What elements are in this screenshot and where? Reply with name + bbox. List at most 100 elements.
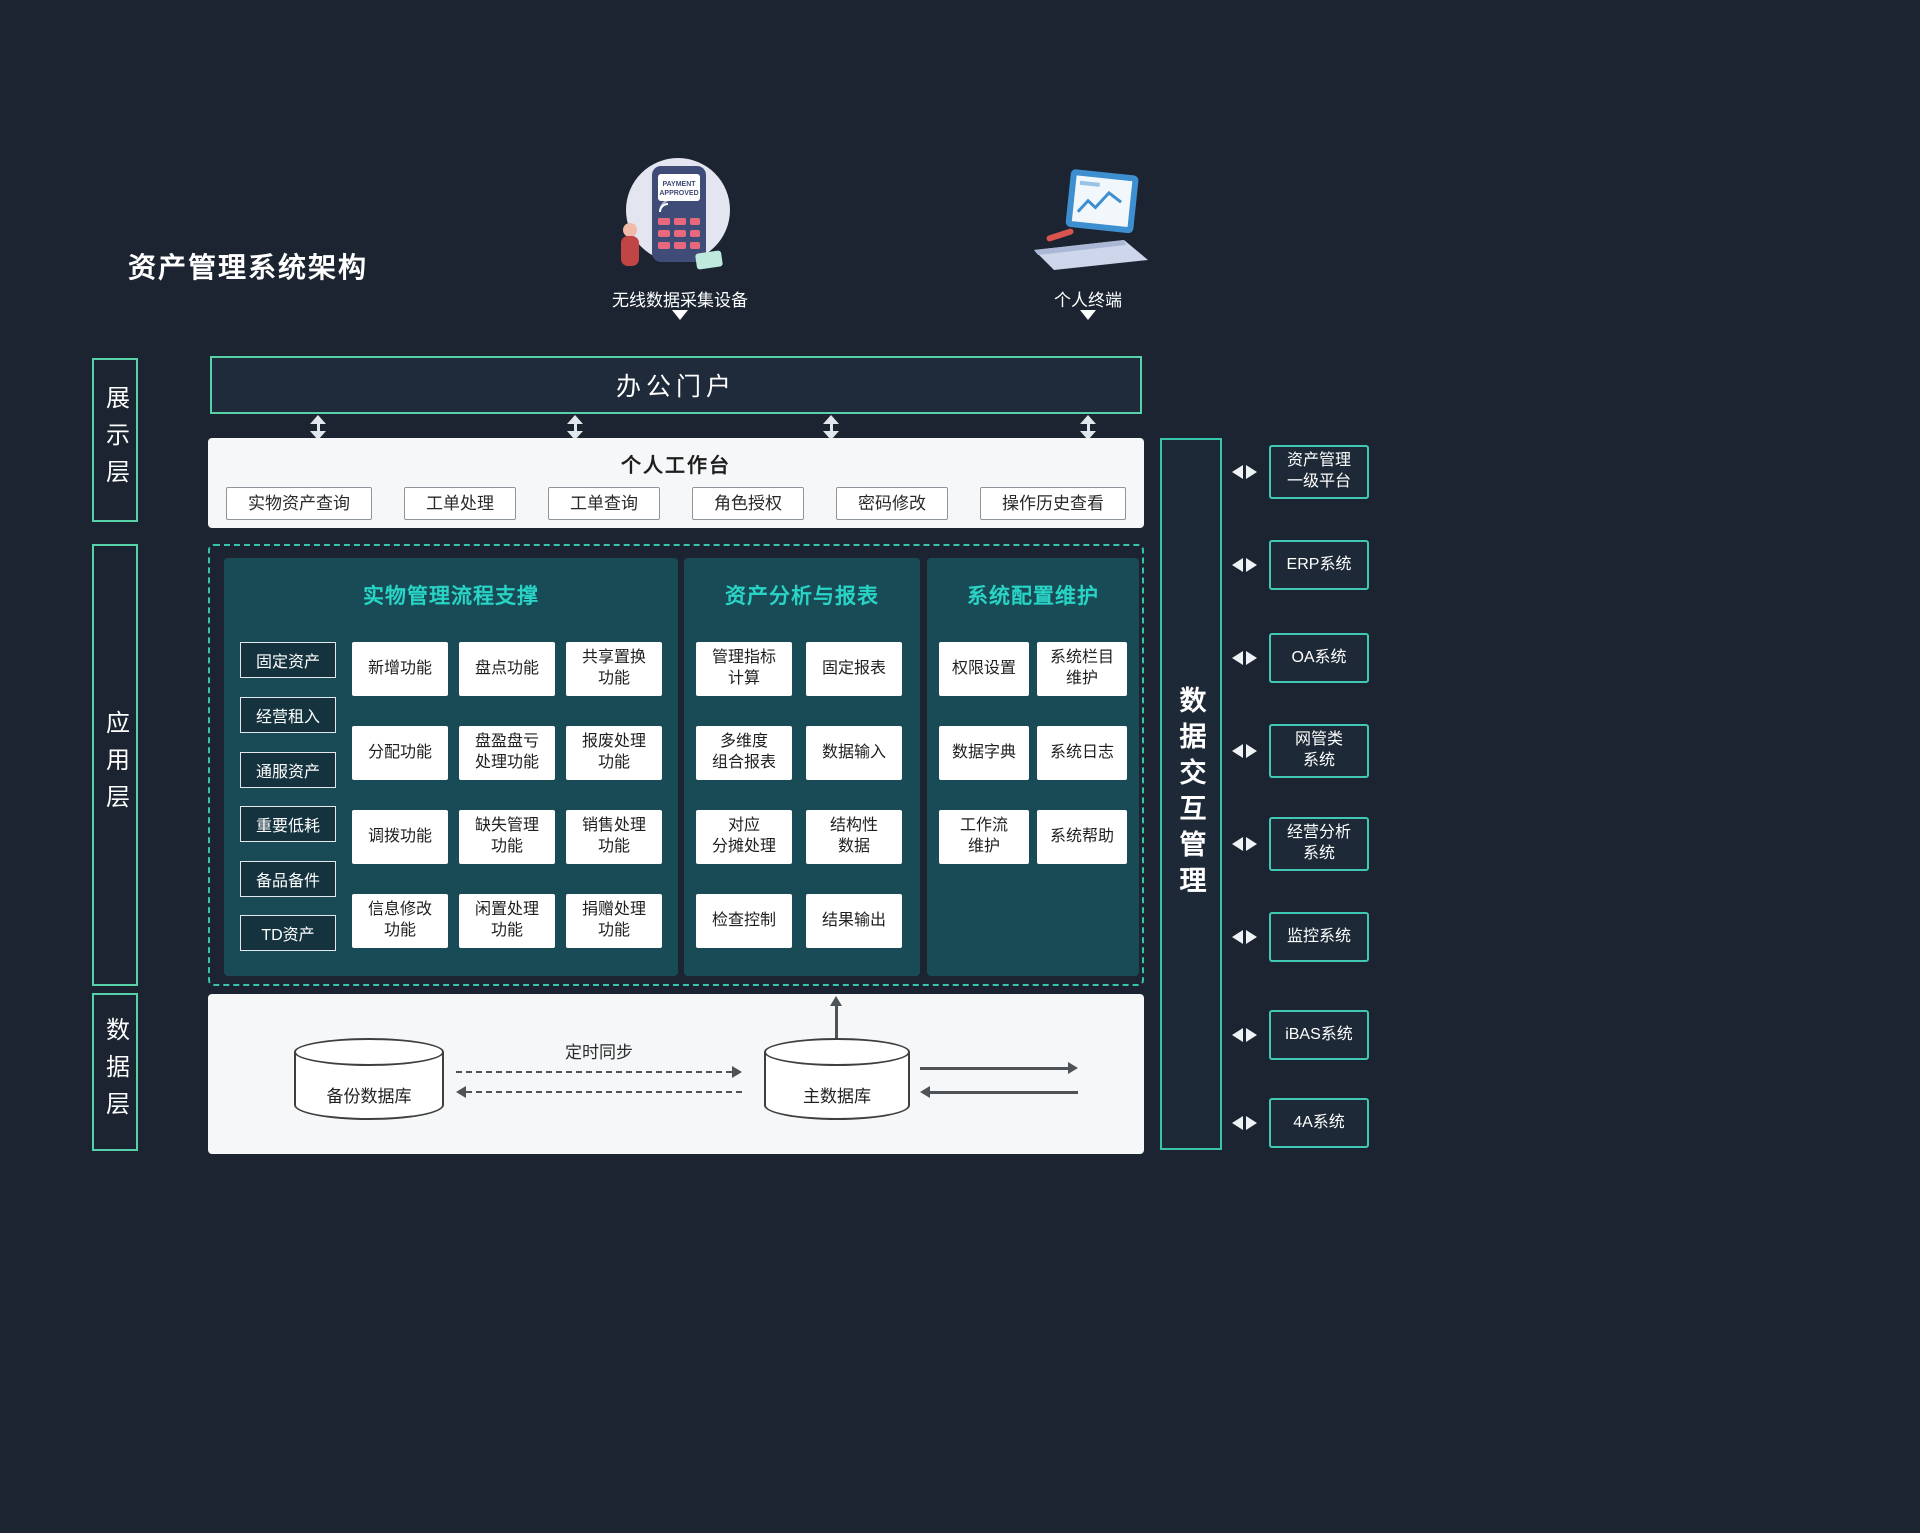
func-column-maintain: 系统栏目 维护	[1037, 642, 1127, 696]
external-system-row: 监控系统	[1232, 909, 1369, 965]
panel3-title: 系统配置维护	[967, 585, 1099, 608]
dashed-arrow-right-icon	[456, 1066, 742, 1078]
solid-arrow-left-icon	[920, 1086, 1078, 1098]
system-erp: ERP系统	[1269, 540, 1369, 590]
func-scrap: 报废处理 功能	[566, 726, 662, 780]
double-arrow-icon	[1080, 415, 1096, 440]
layer-data: 数据层	[92, 993, 138, 1151]
dashed-arrow-left-icon	[456, 1086, 742, 1098]
category-td-assets: TD资产	[240, 915, 336, 951]
workbench-button-workorder-query: 工单查询	[548, 487, 660, 520]
panel-system-config: 系统配置维护 权限设置 系统栏目 维护 数据字典 系统日志 工作流 维护 系统帮…	[927, 558, 1139, 976]
workbench-button-role-auth: 角色授权	[692, 487, 804, 520]
system-asset-platform: 资产管理 一级平台	[1269, 445, 1369, 499]
double-arrow-icon	[310, 415, 326, 440]
bidirectional-arrow-icon	[1232, 1116, 1257, 1130]
func-allocation-handle: 对应 分摊处理	[696, 810, 792, 864]
terminal-label: 个人终端	[1054, 291, 1122, 310]
double-arrow-icon	[567, 415, 583, 440]
external-system-row: 经营分析 系统	[1232, 816, 1369, 872]
func-kpi-calc: 管理指标 计算	[696, 642, 792, 696]
func-system-help: 系统帮助	[1037, 810, 1127, 864]
workbench-panel: 个人工作台 实物资产查询 工单处理 工单查询 角色授权 密码修改 操作历史查看	[208, 438, 1144, 528]
external-system-row: OA系统	[1232, 630, 1369, 686]
category-spare-parts: 备品备件	[240, 861, 336, 897]
bidirectional-arrow-icon	[1232, 837, 1257, 851]
screen-text-line2: APPROVED	[659, 190, 698, 197]
laptop-icon	[1034, 169, 1148, 270]
category-fixed-assets: 固定资产	[240, 642, 336, 678]
double-arrow-icon	[823, 415, 839, 440]
backup-database-label: 备份数据库	[326, 1087, 412, 1106]
func-multidim-report: 多维度 组合报表	[696, 726, 792, 780]
workbench-title: 个人工作台	[621, 455, 731, 477]
system-monitoring: 监控系统	[1269, 912, 1369, 962]
application-layer-container: 实物管理流程支撑 固定资产 经营租入 通服资产 重要低耗 备品备件 TD资产 新…	[208, 544, 1144, 986]
panel-physical-management: 实物管理流程支撑 固定资产 经营租入 通服资产 重要低耗 备品备件 TD资产 新…	[224, 558, 678, 976]
main-database-icon: 主数据库	[764, 1038, 910, 1120]
layer-presentation-label: 展示层	[101, 384, 129, 496]
bidirectional-arrow-icon	[1232, 651, 1257, 665]
terminal-pointer-icon	[1080, 310, 1096, 320]
layer-presentation: 展示层	[92, 358, 138, 522]
category-important-lowvalue: 重要低耗	[240, 806, 336, 842]
func-workflow-maintain: 工作流 维护	[939, 810, 1029, 864]
func-allocate: 分配功能	[352, 726, 448, 780]
system-oa: OA系统	[1269, 633, 1369, 683]
data-interaction-bar: 数据交互管理	[1160, 438, 1222, 1150]
func-result-output: 结果输出	[806, 894, 902, 948]
bidirectional-arrow-icon	[1232, 930, 1257, 944]
external-system-row: iBAS系统	[1232, 1007, 1369, 1063]
panel-asset-analysis: 资产分析与报表 管理指标 计算 固定报表 多维度 组合报表 数据输入 对应 分摊…	[684, 558, 920, 976]
sync-label: 定时同步	[565, 1043, 633, 1062]
system-ibas: iBAS系统	[1269, 1010, 1369, 1060]
layer-data-label: 数据层	[101, 1016, 129, 1128]
layer-application-label: 应用层	[101, 709, 129, 821]
external-system-row: 4A系统	[1232, 1095, 1369, 1151]
func-add: 新增功能	[352, 642, 448, 696]
backup-database-icon: 备份数据库	[294, 1038, 444, 1120]
collector-pointer-icon	[672, 310, 688, 320]
func-inventory: 盘点功能	[459, 642, 555, 696]
bidirectional-arrow-icon	[1232, 744, 1257, 758]
func-missing-mgmt: 缺失管理 功能	[459, 810, 555, 864]
external-system-row: 资产管理 一级平台	[1232, 444, 1369, 500]
system-network-mgmt: 网管类 系统	[1269, 724, 1369, 778]
external-system-row: 网管类 系统	[1232, 723, 1369, 779]
collector-label: 无线数据采集设备	[612, 291, 748, 310]
func-permission-setting: 权限设置	[939, 642, 1029, 696]
func-sales: 销售处理 功能	[566, 810, 662, 864]
func-surplus-deficit: 盘盈盘亏 处理功能	[459, 726, 555, 780]
bidirectional-arrow-icon	[1232, 558, 1257, 572]
page-title: 资产管理系统架构	[128, 252, 369, 283]
system-4a: 4A系统	[1269, 1098, 1369, 1148]
func-system-log: 系统日志	[1037, 726, 1127, 780]
func-share-exchange: 共享置换 功能	[566, 642, 662, 696]
office-portal-label: 办公门户	[615, 373, 736, 401]
func-info-modify: 信息修改 功能	[352, 894, 448, 948]
panel2-title: 资产分析与报表	[725, 585, 879, 608]
category-operating-lease: 经营租入	[240, 697, 336, 733]
office-portal: 办公门户	[210, 356, 1142, 414]
func-donation: 捐赠处理 功能	[566, 894, 662, 948]
system-business-analysis: 经营分析 系统	[1269, 817, 1369, 871]
solid-arrow-right-icon	[920, 1062, 1078, 1074]
up-arrow-icon	[830, 996, 842, 1038]
panel1-title: 实物管理流程支撑	[363, 585, 539, 608]
func-fixed-report: 固定报表	[806, 642, 902, 696]
data-interaction-label: 数据交互管理	[1175, 686, 1206, 902]
data-layer-panel: 备份数据库 主数据库 定时同步	[208, 994, 1144, 1154]
workbench-button-asset-query: 实物资产查询	[226, 487, 372, 520]
workbench-button-password-change: 密码修改	[836, 487, 948, 520]
func-transfer: 调拨功能	[352, 810, 448, 864]
workbench-button-row: 实物资产查询 工单处理 工单查询 角色授权 密码修改 操作历史查看	[208, 487, 1144, 520]
workbench-button-history-view: 操作历史查看	[980, 487, 1126, 520]
func-idle-handle: 闲置处理 功能	[459, 894, 555, 948]
layer-application: 应用层	[92, 544, 138, 986]
payment-terminal-icon: PAYMENT APPROVED	[621, 158, 730, 270]
workbench-button-workorder-process: 工单处理	[404, 487, 516, 520]
bidirectional-arrow-icon	[1232, 1028, 1257, 1042]
func-check-control: 检查控制	[696, 894, 792, 948]
main-database-label: 主数据库	[803, 1087, 871, 1106]
external-system-row: ERP系统	[1232, 537, 1369, 593]
